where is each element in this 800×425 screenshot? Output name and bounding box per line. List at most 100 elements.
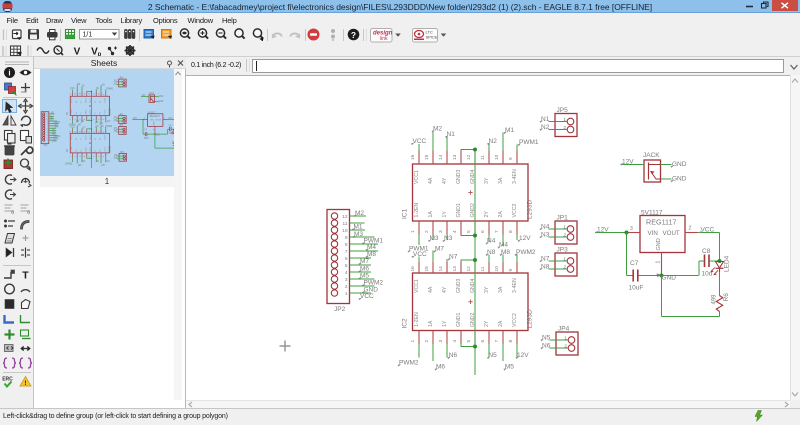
svg-text:M7: M7 <box>360 258 369 265</box>
svg-text:6: 6 <box>480 230 486 233</box>
svg-text:1-2EN: 1-2EN <box>71 109 73 115</box>
svg-text:6: 6 <box>345 256 348 262</box>
svg-text:11: 11 <box>343 221 348 227</box>
svg-text:M1: M1 <box>354 224 363 231</box>
svg-text:4: 4 <box>452 230 458 233</box>
svg-text:2: 2 <box>689 226 692 232</box>
svg-text:IC1: IC1 <box>402 209 409 220</box>
svg-text:M1: M1 <box>505 127 514 134</box>
svg-text:GND: GND <box>54 139 59 141</box>
svg-text:4: 4 <box>345 270 348 276</box>
svg-text:5: 5 <box>466 230 472 233</box>
svg-text:4Y: 4Y <box>442 177 448 184</box>
svg-text:9: 9 <box>508 269 514 272</box>
svg-text:2: 2 <box>164 118 165 120</box>
svg-text:9: 9 <box>345 235 348 241</box>
svg-text:N4: N4 <box>541 223 550 230</box>
svg-text:1: 1 <box>656 261 662 264</box>
svg-text:14: 14 <box>438 266 444 272</box>
svg-text:10uF: 10uF <box>629 285 644 292</box>
svg-text:M4: M4 <box>367 244 376 251</box>
svg-text:ERC: ERC <box>2 377 13 383</box>
svg-text:M4: M4 <box>55 124 59 126</box>
svg-text:VCC: VCC <box>70 88 75 90</box>
svg-text:12: 12 <box>46 114 48 116</box>
svg-text:N6: N6 <box>114 158 118 160</box>
svg-text:M7: M7 <box>78 125 82 127</box>
svg-text:1: 1 <box>345 291 348 297</box>
svg-text:GND: GND <box>672 161 687 168</box>
svg-text:JACK: JACK <box>643 152 660 159</box>
svg-text:N2: N2 <box>114 83 118 85</box>
svg-text:6: 6 <box>47 128 48 130</box>
svg-text:5: 5 <box>89 156 91 157</box>
svg-text:2A: 2A <box>498 211 504 218</box>
svg-text:VCC: VCC <box>360 293 374 300</box>
svg-text:JP1: JP1 <box>557 215 569 222</box>
svg-text:12V: 12V <box>133 118 137 120</box>
svg-text:N4: N4 <box>114 117 118 119</box>
svg-text:13: 13 <box>452 154 458 160</box>
svg-text:JP5: JP5 <box>119 78 124 80</box>
svg-text:1A: 1A <box>428 320 434 327</box>
svg-text:12V: 12V <box>597 227 609 234</box>
svg-text:GND: GND <box>158 96 163 98</box>
svg-text:JP1: JP1 <box>119 114 124 116</box>
svg-text:M6: M6 <box>360 266 369 273</box>
svg-text:14: 14 <box>79 131 81 133</box>
svg-text:N8: N8 <box>541 263 550 270</box>
svg-text:JP4: JP4 <box>558 326 570 333</box>
svg-text:N5: N5 <box>542 334 551 341</box>
svg-text:M5: M5 <box>505 364 514 371</box>
svg-text:M3: M3 <box>76 121 80 123</box>
svg-text:9: 9 <box>508 157 514 160</box>
svg-text:8: 8 <box>345 242 348 248</box>
svg-text:N5: N5 <box>488 352 497 359</box>
svg-text:M8: M8 <box>55 127 59 129</box>
svg-text:1A: 1A <box>75 111 78 114</box>
svg-text:5: 5 <box>89 119 91 120</box>
svg-text:12V: 12V <box>519 235 531 242</box>
svg-text:499: 499 <box>172 140 174 144</box>
svg-text:16: 16 <box>70 131 72 133</box>
svg-text:JP2: JP2 <box>334 306 346 313</box>
svg-text:GND: GND <box>155 135 160 137</box>
svg-text:10uF: 10uF <box>144 138 150 140</box>
svg-text:2: 2 <box>345 284 348 290</box>
svg-text:1: 1 <box>410 340 416 343</box>
svg-text:N3: N3 <box>114 120 118 122</box>
svg-text:1: 1 <box>563 257 566 263</box>
svg-text:2Y: 2Y <box>95 149 97 152</box>
svg-text:2: 2 <box>424 340 430 343</box>
svg-text:M2: M2 <box>77 84 81 86</box>
svg-text:JP3: JP3 <box>557 247 569 254</box>
svg-text:12: 12 <box>89 131 91 133</box>
svg-text:VCC2: VCC2 <box>104 147 106 152</box>
svg-text:15: 15 <box>424 154 430 160</box>
svg-text:M3: M3 <box>354 231 363 238</box>
svg-text:4: 4 <box>452 340 458 343</box>
svg-text:L293D: L293D <box>110 145 112 152</box>
svg-text:N6: N6 <box>83 161 87 163</box>
svg-text:1: 1 <box>47 140 48 142</box>
svg-text:GND: GND <box>158 101 163 103</box>
svg-text:PWM2: PWM2 <box>399 360 419 367</box>
svg-text:GND3: GND3 <box>85 98 87 103</box>
svg-text:2: 2 <box>47 137 48 139</box>
svg-text:16: 16 <box>410 154 416 160</box>
svg-text:1/1: 1/1 <box>83 32 93 39</box>
svg-text:i: i <box>8 69 10 78</box>
svg-text:N6: N6 <box>542 342 551 349</box>
svg-text:VCC2: VCC2 <box>512 313 518 327</box>
svg-text:IC2: IC2 <box>67 148 69 152</box>
svg-text:1-2EN: 1-2EN <box>71 146 73 152</box>
svg-text:N3: N3 <box>541 231 550 238</box>
svg-text:2: 2 <box>75 156 77 157</box>
svg-text:link: link <box>380 36 388 42</box>
svg-text:8: 8 <box>103 156 105 157</box>
svg-text:N5: N5 <box>96 161 100 163</box>
svg-text:JP5: JP5 <box>557 107 569 114</box>
svg-text:GND: GND <box>364 287 379 294</box>
svg-text:V: V <box>74 47 81 58</box>
svg-text:1Y: 1Y <box>81 111 83 114</box>
